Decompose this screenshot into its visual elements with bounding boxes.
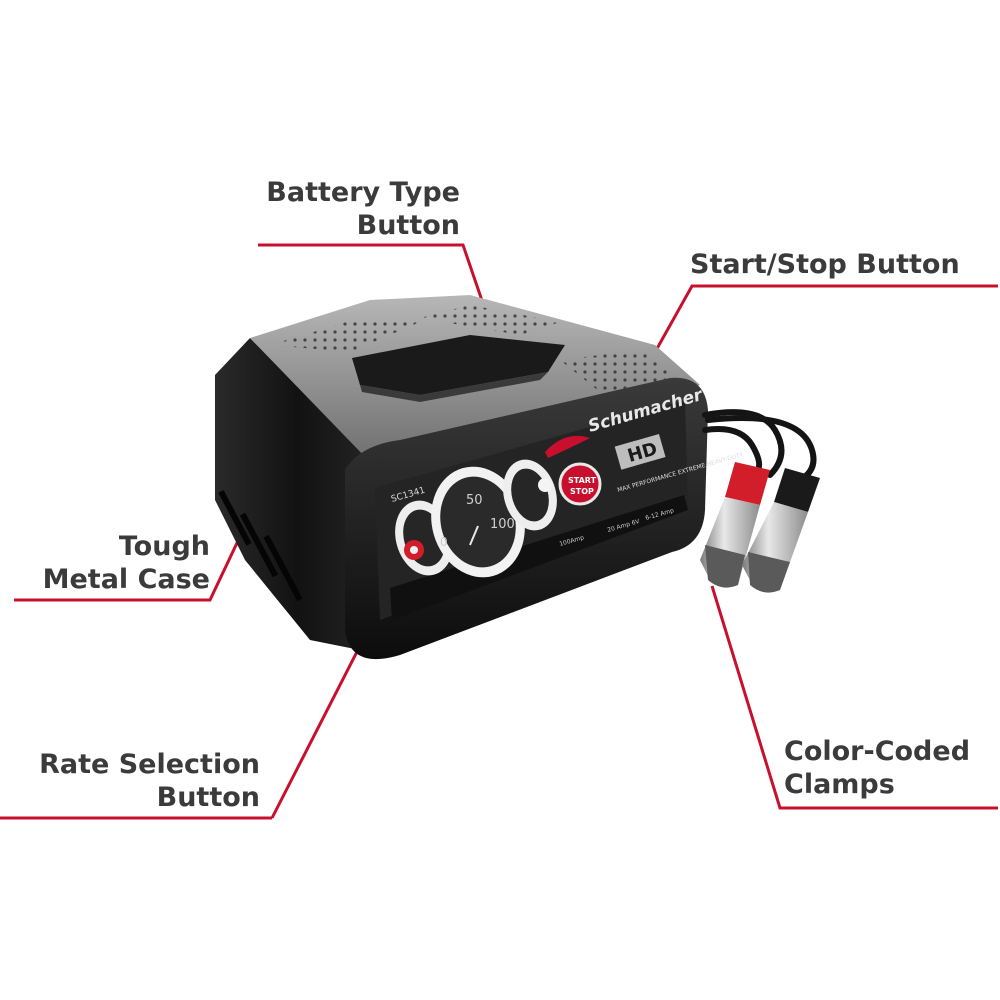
start-stop-callout: Start/Stop Button bbox=[690, 248, 990, 281]
stop-label: STOP bbox=[570, 487, 594, 496]
rate-selection-callout-line2: Button bbox=[156, 782, 260, 813]
battery-type-callout-line2: Button bbox=[356, 210, 460, 241]
top-vent-grille-right bbox=[420, 305, 560, 335]
metal-case-callout: Tough Metal Case bbox=[20, 530, 210, 596]
gauge-mark-high: 100 bbox=[490, 517, 515, 532]
metal-case-callout-line2: Metal Case bbox=[42, 564, 210, 595]
black-clamp bbox=[742, 468, 820, 593]
clamps-callout: Color-Coded Clamps bbox=[784, 735, 994, 801]
metal-case-callout-line1: Tough bbox=[118, 531, 210, 562]
rate-selection-callout: Rate Selection Button bbox=[20, 748, 260, 814]
battery-type-callout: Battery Type Button bbox=[250, 176, 460, 242]
battery-type-button[interactable] bbox=[538, 478, 552, 492]
carry-handle bbox=[352, 335, 565, 395]
rate-selection-callout-line1: Rate Selection bbox=[39, 749, 260, 780]
brand-swoosh bbox=[545, 435, 590, 458]
rate-selection-button[interactable] bbox=[404, 540, 424, 560]
battery-charger: Schumacher HD MAX PERFORMANCE EXTREME HE… bbox=[215, 295, 745, 660]
clamps-leader bbox=[710, 585, 998, 810]
clamps-callout-line2: Clamps bbox=[784, 769, 895, 800]
charging-cables bbox=[702, 409, 817, 483]
main-gauge: 0 50 100 bbox=[431, 466, 525, 578]
case-left-side bbox=[215, 338, 380, 650]
gauge-needle bbox=[469, 525, 479, 546]
top-vent-grille-left bbox=[270, 318, 420, 352]
side-vents bbox=[218, 490, 303, 602]
start-stop-button[interactable]: START STOP bbox=[558, 462, 602, 506]
start-label: START bbox=[568, 476, 597, 485]
start-stop-callout-line1: Start/Stop Button bbox=[690, 249, 960, 280]
clamps-callout-line1: Color-Coded bbox=[784, 736, 971, 767]
gauge-mark-low: 0 bbox=[440, 535, 448, 549]
battery-type-callout-line1: Battery Type bbox=[266, 177, 460, 208]
gauge-mark-mid: 50 bbox=[466, 493, 483, 508]
red-clamp bbox=[700, 462, 770, 588]
